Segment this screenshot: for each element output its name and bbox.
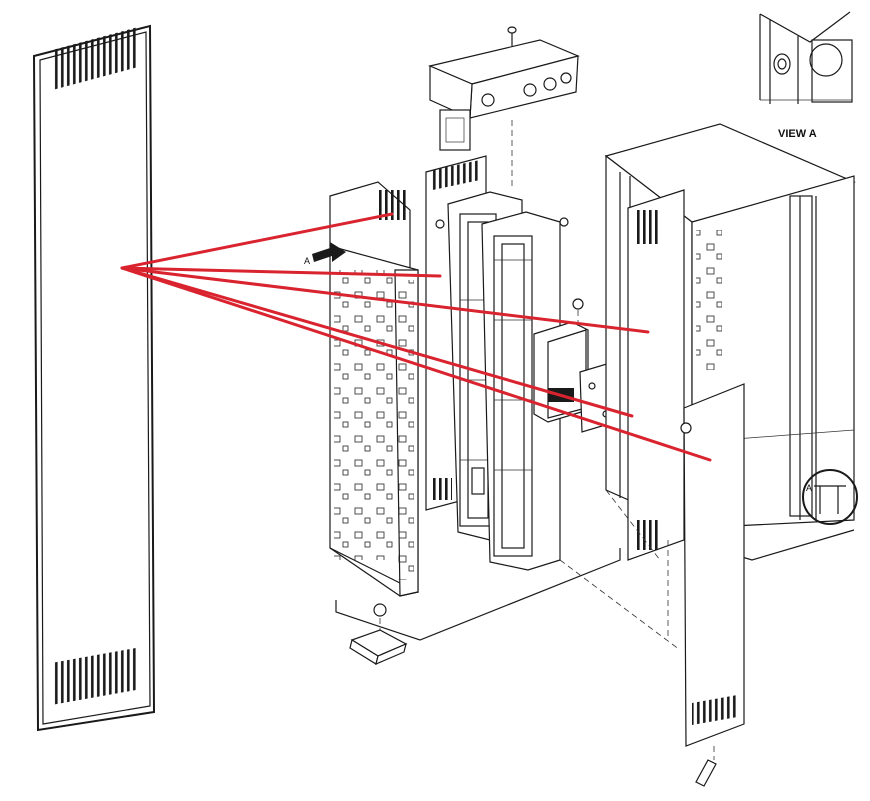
red-callout-lines <box>120 212 712 462</box>
red-callout-line-1 <box>120 212 394 270</box>
left-panel-top-vents <box>52 27 138 91</box>
red-callout-line-2 <box>120 266 442 278</box>
red-callout-line-5 <box>120 266 712 462</box>
detail-circle-a-label: A <box>806 483 812 493</box>
callout-arrow-a: A <box>304 242 346 266</box>
rack-frame-column-2 <box>481 211 681 651</box>
red-callout-line-3 <box>120 266 650 334</box>
front-door-panel <box>680 383 745 787</box>
left-panel-bottom-vents <box>52 647 138 705</box>
left-side-panel <box>32 24 156 732</box>
detail-circle-a: A <box>802 469 858 525</box>
top-connector-bracket <box>428 26 580 190</box>
red-callout-line-4 <box>120 266 634 418</box>
leveling-foot <box>349 629 408 666</box>
right-cabinet-inner-vent-panel <box>627 189 685 561</box>
callout-arrow-a-label: A <box>304 256 310 266</box>
left-cabinet-side <box>329 181 621 641</box>
view-a-label: VIEW A <box>778 128 817 140</box>
view-a-inset: VIEW A <box>759 11 853 140</box>
